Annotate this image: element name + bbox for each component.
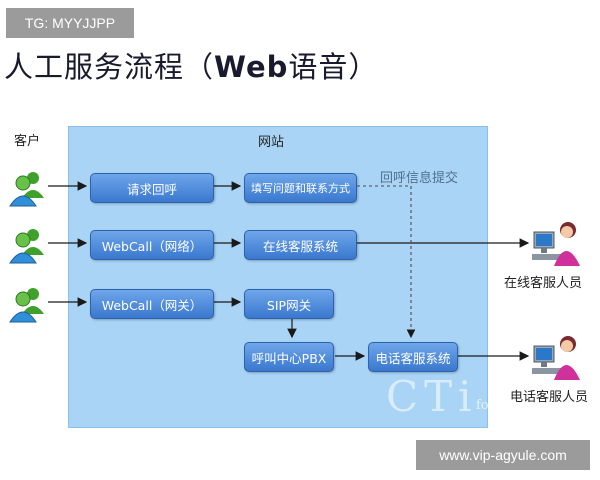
phone-agent-icon — [532, 336, 580, 380]
online-agent-icon — [532, 222, 580, 266]
customer-label: 客户 — [14, 134, 41, 149]
customer-icon — [9, 229, 44, 264]
page-title: 人工服务流程（Web语音） — [4, 44, 378, 86]
online-service-box: 在线客服系统 — [244, 230, 357, 260]
cti-watermark-sub: forum.com — [476, 398, 548, 413]
phone-agent-label: 电话客服人员 — [510, 390, 589, 405]
online-agent-label: 在线客服人员 — [504, 276, 583, 291]
site-watermark-tag: www.vip-agyule.com — [416, 440, 590, 470]
title-bold: Web — [214, 50, 289, 84]
webcall-gateway-box: WebCall（网关） — [90, 289, 214, 319]
webcall-network-box: WebCall（网络） — [90, 230, 214, 260]
title-prefix: 人工服务流程（ — [4, 50, 215, 84]
request-callback-box: 请求回呼 — [90, 173, 214, 203]
website-label: 网站 — [258, 135, 285, 150]
cti-watermark: CTi — [386, 372, 478, 421]
dashed-callback-arrow — [357, 185, 416, 339]
phone-service-box: 电话客服系统 — [368, 342, 458, 372]
sip-gateway-box: SIP网关 — [244, 289, 334, 319]
callback-info-label: 回呼信息提交 — [380, 171, 459, 186]
customer-icon — [9, 288, 44, 323]
customer-icon — [9, 172, 44, 207]
watermark-tag: TG: MYYJJPP — [6, 8, 134, 38]
fill-form-box: 填写问题和联系方式 — [244, 173, 357, 203]
title-suffix: 语音） — [288, 50, 379, 84]
call-center-pbx-box: 呼叫中心PBX — [244, 342, 334, 372]
